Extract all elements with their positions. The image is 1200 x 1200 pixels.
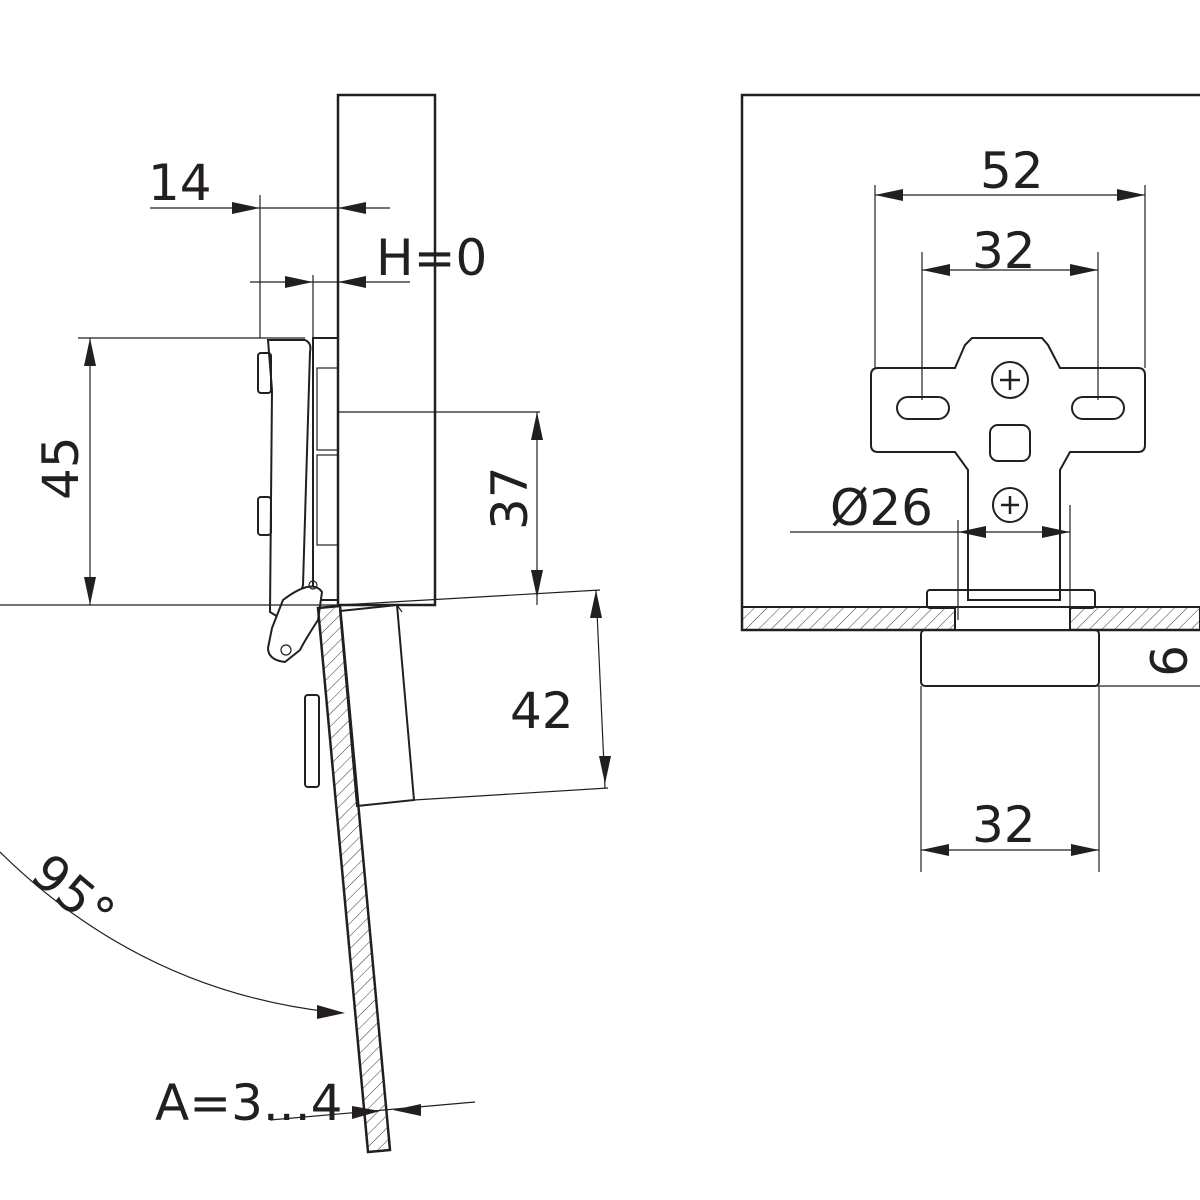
- dim-h-arrow-left: [285, 276, 313, 288]
- screw-top-cross: [1000, 370, 1020, 390]
- front-mounting-plate: [870, 337, 1146, 601]
- dim-45-label: 45: [32, 436, 90, 500]
- dim-52-arrow-left: [875, 189, 903, 201]
- hinge-cup-front: [920, 629, 1100, 687]
- screw-bottom-cross: [1001, 496, 1019, 514]
- front-view: 52 32 Ø26 9 32: [740, 93, 1200, 872]
- dim-32-bottom-label: 32: [972, 796, 1036, 854]
- side-view: 14 H=0 45 37 42 95° A=3...4: [0, 93, 611, 1154]
- arm-screw-top: [257, 352, 272, 394]
- dim-9-label: 9: [1138, 645, 1196, 677]
- dim-14-arrow-right: [338, 202, 366, 214]
- dim-14-label: 14: [148, 154, 212, 212]
- dim-45-arrow-top: [84, 338, 96, 366]
- slot-left: [896, 396, 950, 420]
- screw-bottom: [992, 487, 1028, 523]
- ext-line-door-top: [339, 589, 601, 606]
- mounting-plate-inner: [316, 367, 339, 451]
- screw-top: [991, 361, 1029, 399]
- dim-32-top-arrow-right: [1070, 264, 1098, 276]
- dim-32-top-arrow-left: [922, 264, 950, 276]
- door-panel: [316, 604, 392, 1154]
- plate-center-slot: [989, 424, 1031, 462]
- angle-label: 95°: [20, 843, 125, 944]
- dim-42-arrow-bottom: [599, 756, 611, 784]
- arm-screw-bottom: [257, 496, 272, 536]
- linkage-pivot: [280, 644, 292, 656]
- ext-line-door-bottom: [413, 787, 609, 801]
- dim-37-label: 37: [481, 466, 539, 530]
- dim-42-line: [595, 589, 606, 789]
- dim-42-arrow-top: [590, 590, 602, 618]
- angle-arc: [0, 851, 331, 1013]
- dim-a-arrow-left: [352, 1106, 380, 1119]
- dim-52-arrow-right: [1117, 189, 1145, 201]
- dim-h-label: H=0: [376, 229, 487, 287]
- dim-32-bottom-arrow-left: [921, 844, 949, 856]
- linkage-pivot-2: [308, 580, 318, 590]
- dim-37-arrow-top: [531, 412, 543, 440]
- door-clip: [304, 694, 320, 788]
- mounting-plate-inner-lower: [316, 454, 339, 546]
- dim-26-arrow-left: [958, 526, 986, 538]
- dim-52-label: 52: [980, 142, 1044, 200]
- dim-14-arrow-left: [232, 202, 260, 214]
- dim-37-arrow-bottom: [531, 570, 543, 598]
- cabinet-side-panel: [336, 93, 437, 607]
- hinge-cup-edge: [396, 604, 403, 613]
- dim-45-arrow-bottom: [84, 577, 96, 605]
- dim-32-bottom-arrow-right: [1071, 844, 1099, 856]
- dim-a-arrow-right: [393, 1104, 421, 1116]
- dim-h-arrow-right: [338, 276, 366, 288]
- dim-32-top-label: 32: [972, 222, 1036, 280]
- angle-arc-arrow: [317, 1005, 345, 1019]
- dim-42-label: 42: [510, 682, 574, 740]
- dim-26-label: Ø26: [830, 479, 933, 537]
- dim-26-arrow-right: [1042, 526, 1070, 538]
- dim-a-label: A=3...4: [155, 1074, 342, 1132]
- hinge-cup-top: [954, 606, 1071, 631]
- hinge-arm: [266, 339, 312, 622]
